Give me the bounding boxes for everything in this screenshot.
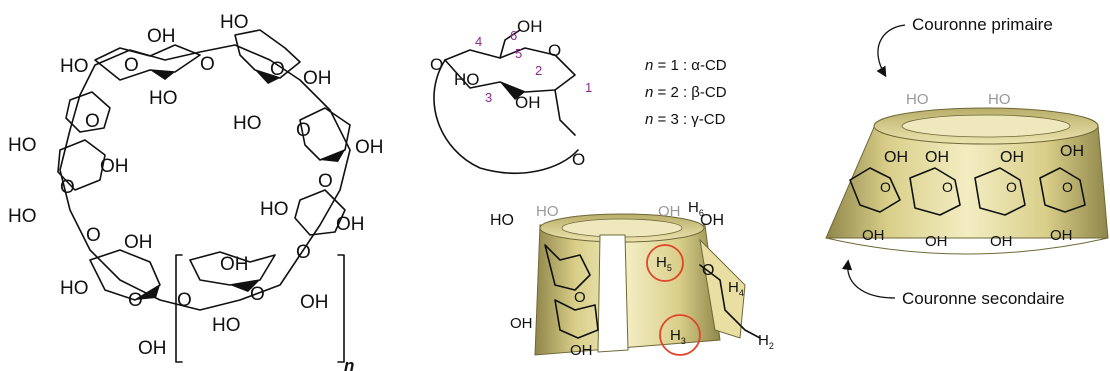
oh-label: OH (1050, 227, 1073, 244)
glucose-unit-labels: OH O O HO OH O 6 5 4 2 3 1 (430, 17, 592, 169)
ho-label: HO (233, 113, 262, 134)
cut-cone-labels: HO HO OH OH O O OH OH H6 H5 H3 H4 H2 (490, 199, 774, 359)
h2-label: H2 (758, 332, 774, 351)
oh-label: OH (336, 214, 365, 235)
oh-label: OH (700, 212, 724, 229)
o-label: O (200, 54, 215, 75)
o-label: O (124, 55, 139, 76)
oh-label: OH (510, 315, 533, 332)
o-label: O (574, 289, 586, 306)
oh-label: OH (1060, 143, 1084, 160)
legend-row-gamma: n = 3 : γ-CD (645, 111, 726, 128)
o-label: O (296, 120, 311, 141)
ho-label: HO (60, 56, 89, 77)
rim-annotations: Couronne primaire Couronne secondaire (841, 15, 1065, 308)
oh-label: OH (355, 137, 384, 158)
ho-ghost-label: HO (536, 203, 559, 220)
oh-label: OH (138, 338, 167, 359)
secondary-rim-caption: Couronne secondaire (902, 289, 1065, 308)
o-label: O (270, 59, 285, 80)
o-label: O (60, 177, 75, 198)
ho-label: HO (60, 278, 89, 299)
o-label: O (942, 179, 953, 195)
h5-highlight-circle (646, 244, 684, 282)
ho-ghost-label: HO (906, 91, 929, 108)
o-label: O (128, 290, 143, 311)
cyclodextrin-structure (57, 29, 351, 363)
repeat-index-n: n (344, 356, 354, 371)
oh-label: OH (303, 68, 332, 89)
h5-label: H5 (656, 254, 672, 273)
o-label: O (250, 284, 265, 305)
o-label: O (1062, 179, 1073, 195)
primary-rim-arrow (876, 24, 906, 78)
glycosidic-oxygen-label: O (430, 55, 443, 74)
o-label: O (1006, 179, 1017, 195)
cut-cone-model (534, 213, 761, 356)
oh-label: OH (925, 149, 949, 166)
glucose-unit-structure (433, 29, 579, 174)
oh-label: OH (884, 149, 908, 166)
anomeric-oxygen-label: O (572, 150, 585, 169)
ring-oxygen-label: O (548, 41, 561, 60)
position-6: 6 (510, 28, 517, 43)
o-label: O (296, 242, 311, 263)
primary-rim-caption: Couronne primaire (912, 15, 1053, 34)
oh-label: OH (1000, 149, 1024, 166)
oh-ghost-label: OH (658, 203, 681, 220)
h3-highlight-circle (659, 314, 701, 356)
oh-label: OH (570, 342, 593, 359)
o-label: O (85, 111, 100, 132)
left-structure-labels: OH HO HO O O HO O OH HO O O HO OH OH O O… (8, 12, 384, 371)
ho-label: HO (8, 206, 37, 227)
ho-label: HO (490, 212, 514, 229)
oh-label: OH (220, 254, 249, 275)
ho-ghost-label: HO (988, 91, 1011, 108)
o-label: O (86, 225, 101, 246)
ho-label: HO (8, 135, 37, 156)
o-label: O (177, 290, 192, 311)
h3-label: H3 (670, 327, 686, 346)
legend-row-alpha: n = 1 : α-CD (645, 57, 727, 74)
oh-label: OH (517, 17, 543, 36)
oh-label: OH (925, 233, 948, 250)
full-cone-model (825, 107, 1109, 255)
oh-label: OH (515, 93, 541, 112)
o-label: O (880, 179, 891, 195)
legend-row-beta: n = 2 : β-CD (645, 84, 727, 101)
oh-label: OH (147, 26, 176, 47)
position-3: 3 (485, 90, 492, 105)
secondary-rim-arrow (841, 259, 896, 299)
ho-label: HO (149, 88, 178, 109)
position-4: 4 (475, 34, 482, 49)
position-1: 1 (585, 80, 592, 95)
oh-label: OH (990, 233, 1013, 250)
ring-oxygen-label: O (702, 262, 714, 279)
oh-label: OH (862, 227, 885, 244)
position-5: 5 (515, 46, 522, 61)
ho-label: HO (454, 70, 480, 89)
cd-legend: n = 1 : α-CD n = 2 : β-CD n = 3 : γ-CD (645, 57, 727, 128)
oh-label: OH (300, 292, 329, 313)
position-2: 2 (535, 63, 542, 78)
h4-label: H4 (728, 279, 744, 298)
oh-label: OH (124, 232, 153, 253)
ho-label: HO (220, 12, 249, 33)
oh-label: OH (100, 156, 129, 177)
full-cone-labels: HO HO OH OH OH OH O O O O OH OH OH OH (862, 91, 1084, 250)
h6-label: H6 (688, 199, 704, 218)
ho-label: HO (212, 315, 241, 336)
o-label: O (318, 171, 333, 192)
ho-label: HO (260, 199, 289, 220)
